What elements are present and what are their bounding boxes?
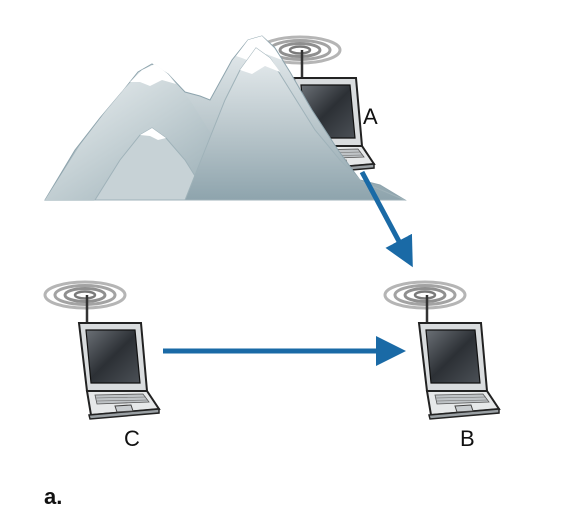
laptop-c (43, 280, 161, 421)
node-label-b: B (460, 426, 475, 451)
node-label-a: A (363, 104, 378, 129)
mountain-range-icon (44, 35, 407, 201)
laptop-b-icon (383, 280, 501, 421)
laptop-c-icon (43, 280, 161, 421)
arrow-a-to-b (359, 170, 413, 268)
figure-caption: a. (44, 484, 62, 509)
laptop-b (383, 280, 501, 421)
node-label-c: C (124, 426, 140, 451)
